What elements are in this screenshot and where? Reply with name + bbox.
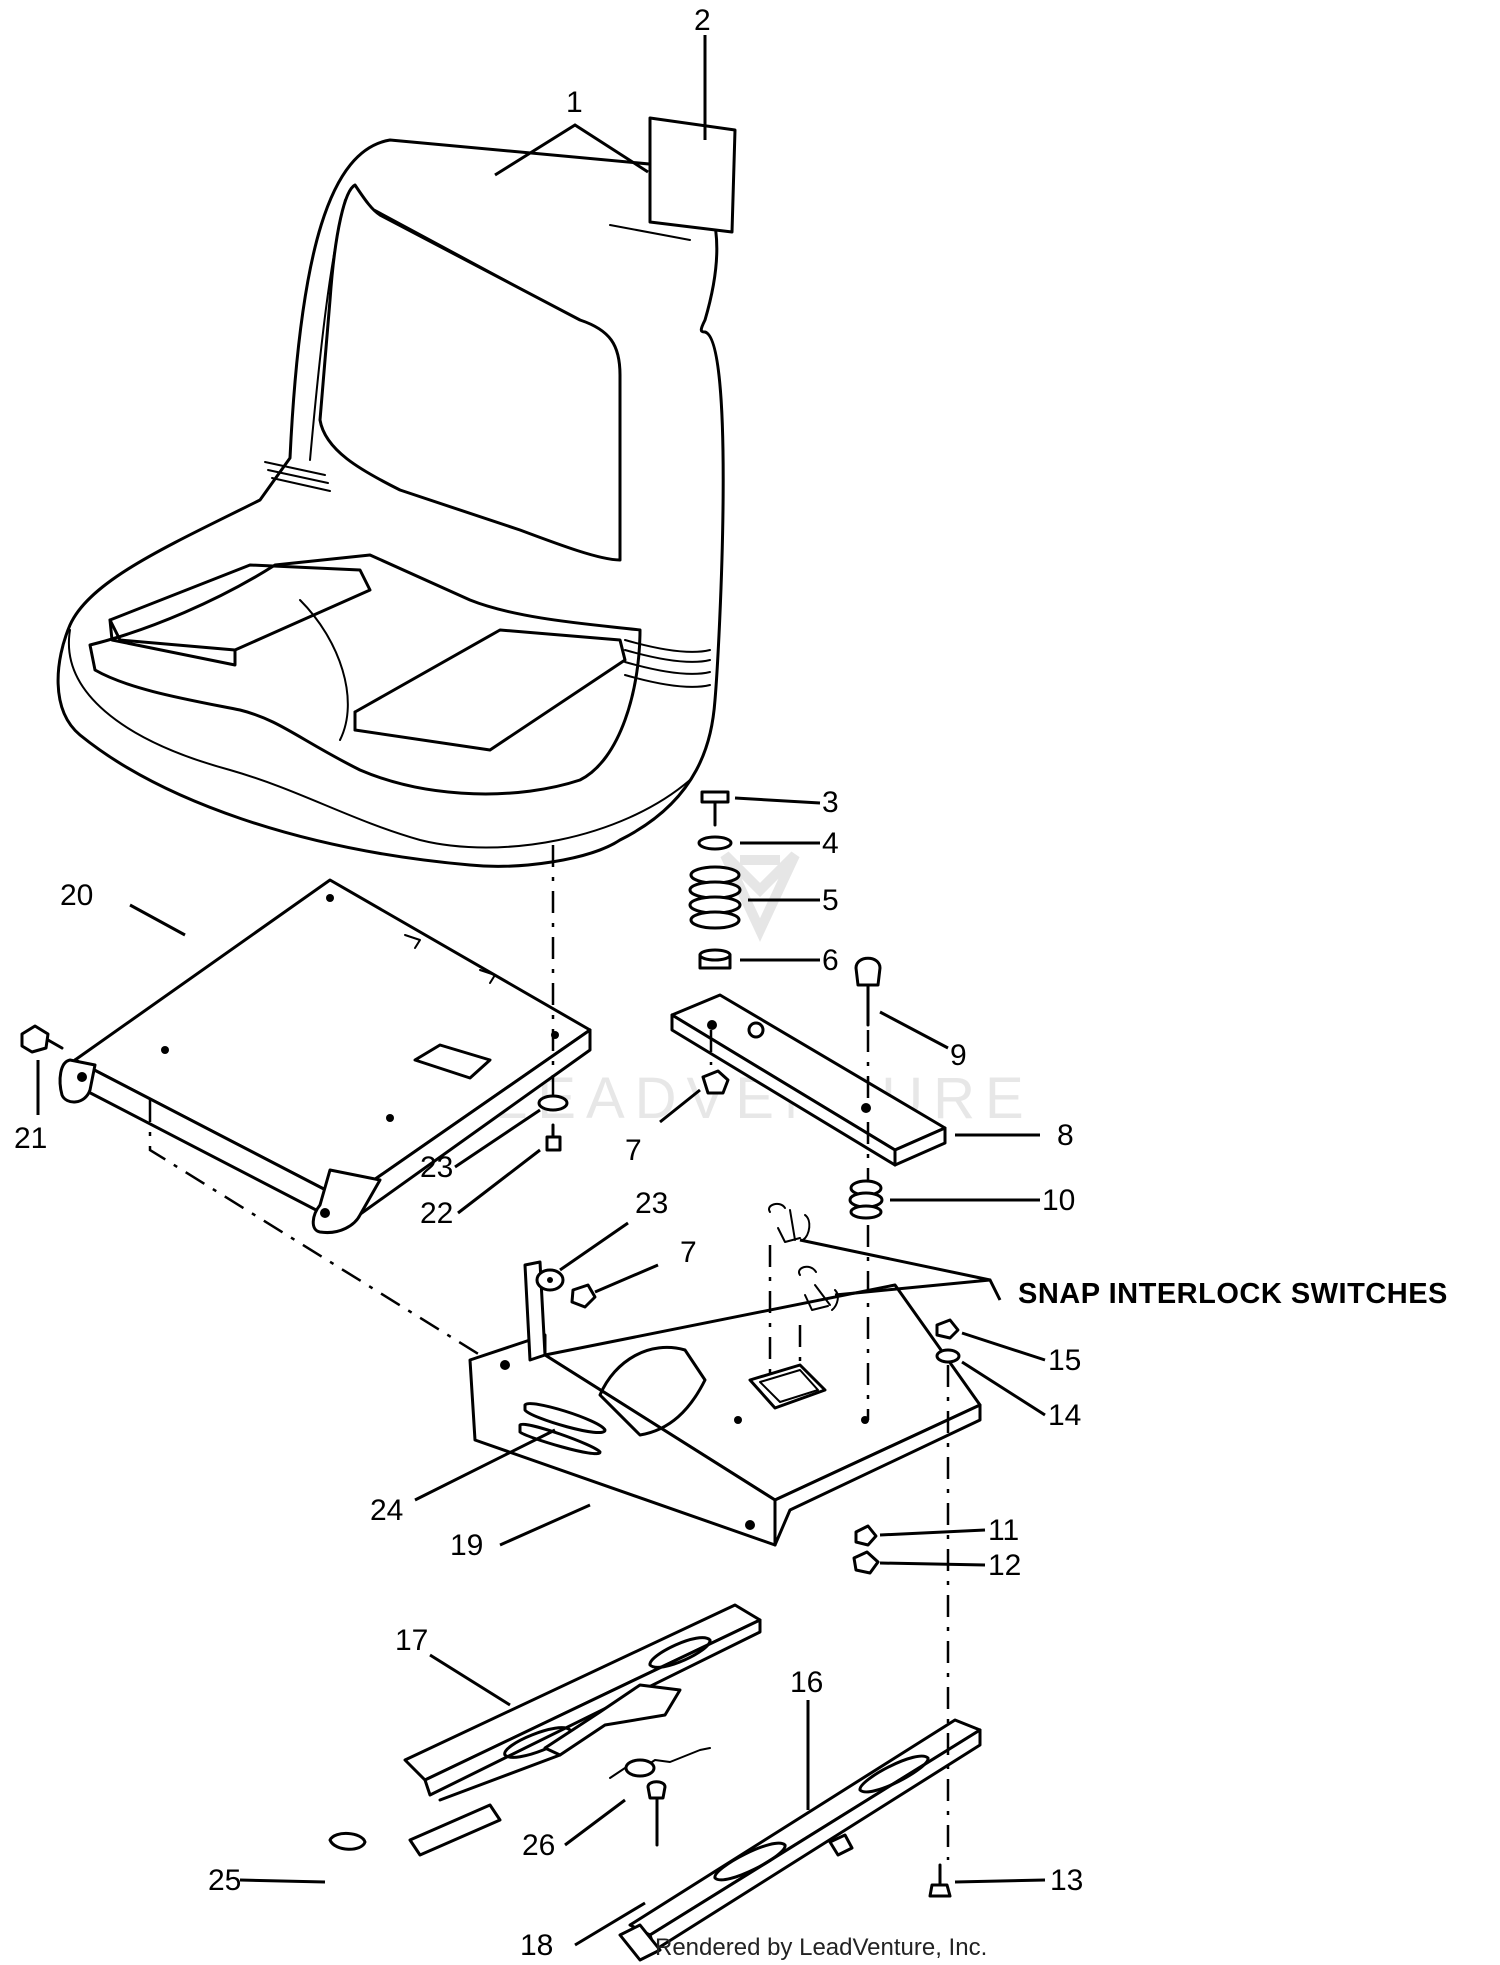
watermark: LEADVENTURE	[495, 851, 1024, 1131]
callout-4: 4	[822, 827, 839, 860]
snap-interlock-switches	[768, 1202, 839, 1311]
callout-6: 6	[822, 944, 839, 977]
callout-15: 15	[1048, 1344, 1081, 1377]
seat-slide-rail-17	[328, 1603, 762, 1857]
callout-9: 9	[950, 1039, 967, 1072]
callout-10: 10	[1042, 1184, 1075, 1217]
callout-16: 16	[790, 1666, 823, 1699]
callout-14: 14	[1048, 1399, 1081, 1432]
callout-23a: 23	[420, 1151, 453, 1184]
callout-labels: 1 2 3 4 5 6 7 7 8 9 10 11 12 13 14 15 16…	[14, 4, 1448, 1962]
seat-mounting-plate	[58, 878, 592, 1235]
callout-1: 1	[566, 86, 583, 119]
suspension-hardware	[670, 790, 947, 1220]
callout-23b: 23	[635, 1187, 668, 1220]
callout-7a: 7	[625, 1134, 642, 1167]
callout-2: 2	[694, 4, 711, 37]
callout-25: 25	[208, 1864, 241, 1897]
frame-hardware	[20, 1024, 961, 1575]
alignment-lines	[148, 845, 950, 1860]
leader-lines	[36, 35, 1046, 1947]
callout-13: 13	[1050, 1864, 1083, 1897]
callout-5: 5	[822, 884, 839, 917]
snap-interlock-switches-label: SNAP INTERLOCK SWITCHES	[1018, 1278, 1448, 1310]
seat-frame	[468, 1260, 982, 1547]
seat	[56, 116, 737, 868]
callout-12: 12	[988, 1549, 1021, 1582]
callout-24: 24	[370, 1494, 403, 1527]
callout-18: 18	[520, 1929, 553, 1962]
footer-credit: Rendered by LeadVenture, Inc.	[655, 1934, 987, 1961]
callout-19: 19	[450, 1529, 483, 1562]
callout-11: 11	[988, 1514, 1019, 1547]
callout-8: 8	[1057, 1119, 1074, 1152]
callout-3: 3	[822, 786, 839, 819]
callout-21: 21	[14, 1122, 47, 1155]
callout-26: 26	[522, 1829, 555, 1862]
callout-7b: 7	[680, 1236, 697, 1269]
callout-20: 20	[60, 879, 93, 912]
callout-17: 17	[395, 1624, 428, 1657]
callout-22: 22	[420, 1197, 453, 1230]
seat-slide-rail-16	[618, 1718, 982, 1962]
